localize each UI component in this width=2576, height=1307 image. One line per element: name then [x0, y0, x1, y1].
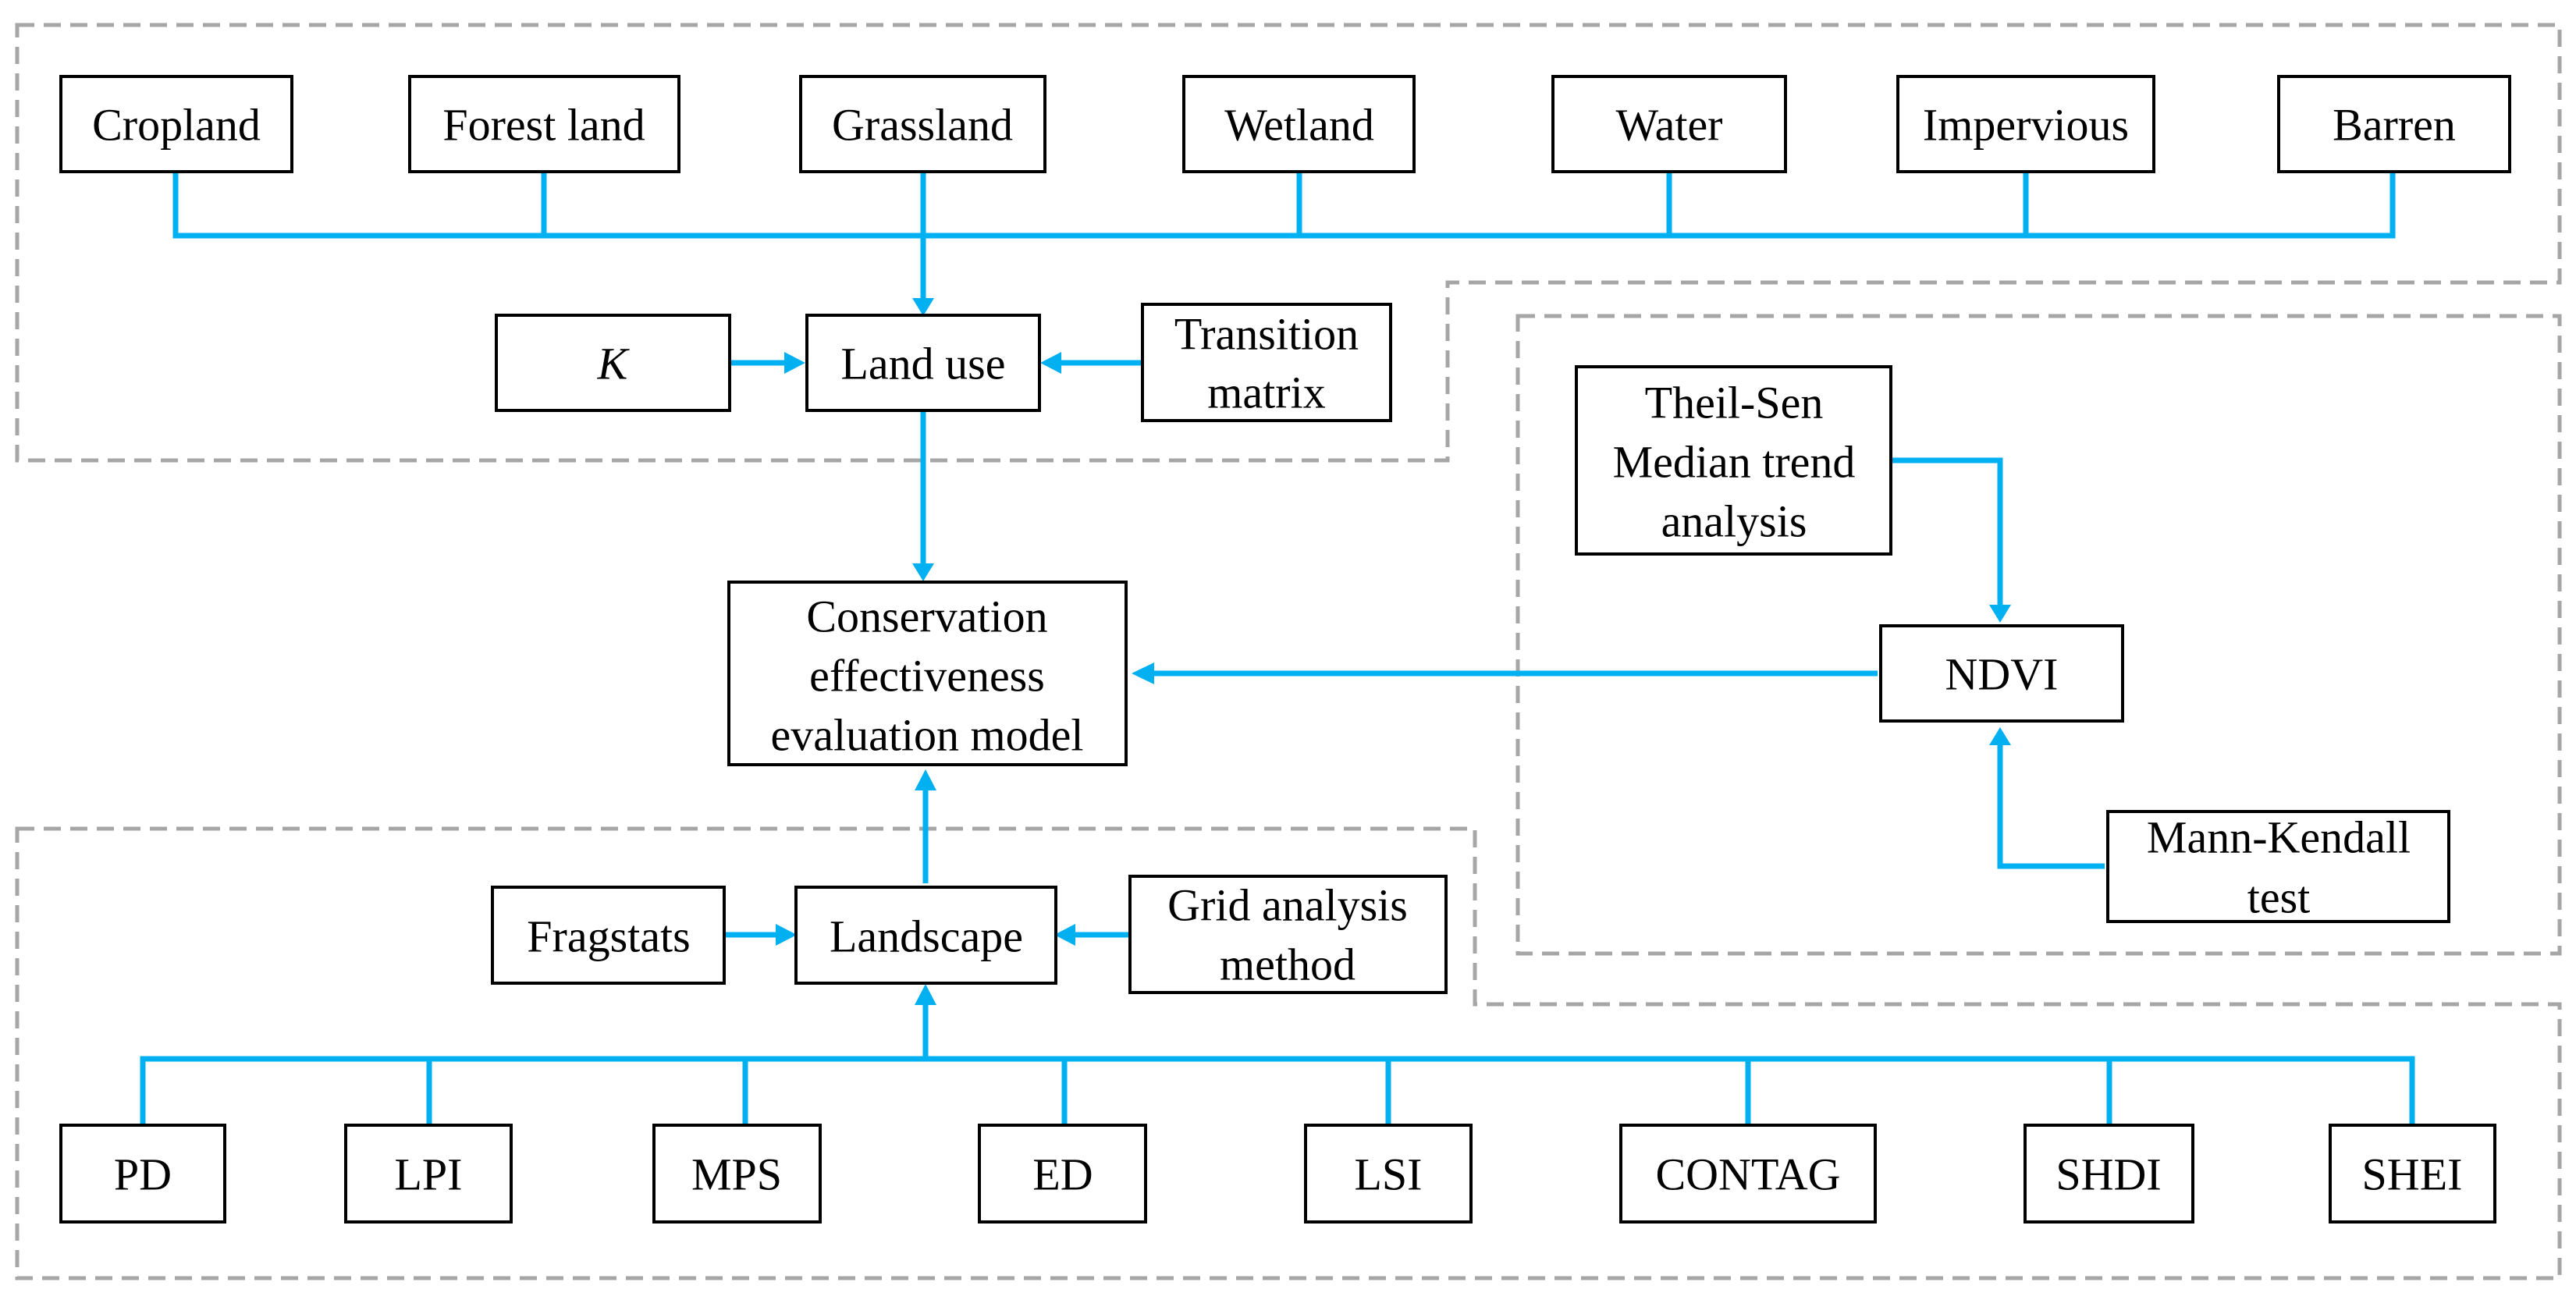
- svg-text:SHEI: SHEI: [2362, 1149, 2463, 1200]
- svg-text:Land use: Land use: [841, 339, 1006, 389]
- metric-boxes: PD LPI MPS ED LSI CONTAG SHDI SHEI: [59, 1124, 2496, 1224]
- land-use-region: [15, 23, 2562, 463]
- land-type-impervious: Impervious: [1896, 75, 2155, 173]
- land-type-forest-land: Forest land: [408, 75, 680, 173]
- svg-text:K: K: [597, 339, 631, 389]
- svg-text:Grid analysis: Grid analysis: [1167, 880, 1408, 931]
- svg-text:method: method: [1220, 939, 1356, 990]
- metric-mps: MPS: [652, 1124, 822, 1224]
- arrow-into-model-bottom: [915, 769, 936, 790]
- svg-text:evaluation model: evaluation model: [770, 710, 1083, 761]
- metrics-bus: [140, 1056, 2415, 1125]
- svg-text:Grassland: Grassland: [832, 100, 1013, 151]
- svg-text:CONTAG: CONTAG: [1655, 1149, 1840, 1200]
- landscape-box: Landscape: [794, 886, 1057, 985]
- arrow-transition-into-land-use: [1040, 352, 1061, 374]
- metric-shdi: SHDI: [2023, 1124, 2194, 1224]
- metric-pd: PD: [59, 1124, 226, 1224]
- theil-sen-box: Theil-Sen Median trend analysis: [1575, 365, 1892, 556]
- svg-text:Theil-Sen: Theil-Sen: [1645, 378, 1824, 428]
- svg-text:Landscape: Landscape: [830, 911, 1023, 962]
- landscape-group: Fragstats Landscape Grid analysis method: [491, 875, 1448, 994]
- transition-matrix-box: Transition matrix: [1141, 303, 1392, 422]
- svg-text:PD: PD: [114, 1149, 172, 1200]
- ndvi-group: Theil-Sen Median trend analysis NDVI Man…: [1575, 365, 2450, 923]
- landscape-region: [15, 826, 2562, 1280]
- arrow-fragstats-into-landscape: [776, 924, 797, 946]
- grid-analysis-box: Grid analysis method: [1128, 875, 1448, 994]
- svg-text:Mann-Kendall: Mann-Kendall: [2147, 812, 2411, 863]
- land-type-wetland: Wetland: [1182, 75, 1416, 173]
- svg-text:Forest land: Forest land: [442, 100, 645, 151]
- svg-text:Median trend: Median trend: [1613, 437, 1856, 488]
- land-type-boxes: Cropland Forest land Grassland Wetland W…: [59, 75, 2511, 173]
- arrow-into-landscape-bottom: [915, 984, 936, 1005]
- svg-text:Cropland: Cropland: [92, 100, 261, 151]
- arrowheads: [776, 298, 2011, 1005]
- svg-text:Impervious: Impervious: [1923, 100, 2129, 151]
- k-box: K: [495, 314, 731, 412]
- svg-text:ED: ED: [1032, 1149, 1093, 1200]
- svg-text:Fragstats: Fragstats: [527, 911, 690, 962]
- svg-text:Transition: Transition: [1174, 309, 1359, 360]
- mann-kendall-box: Mann-Kendall test: [2106, 810, 2450, 923]
- ndvi-region: [1515, 314, 2562, 956]
- arrow-into-ndvi-top: [1989, 605, 2011, 623]
- svg-text:LSI: LSI: [1355, 1149, 1423, 1200]
- connectors: [140, 172, 2415, 1125]
- theil-sen-to-ndvi: [1891, 457, 2003, 607]
- arrow-into-ndvi-bottom: [1989, 727, 2011, 745]
- region-outlines: [15, 23, 2562, 1280]
- fragstats-box: Fragstats: [491, 886, 726, 985]
- svg-text:analysis: analysis: [1661, 496, 1807, 547]
- arrow-grid-into-landscape: [1054, 924, 1075, 946]
- metric-ed: ED: [978, 1124, 1147, 1224]
- arrow-into-model-right: [1132, 662, 1154, 684]
- conservation-model-box: Conservation effectiveness evaluation mo…: [727, 581, 1128, 766]
- svg-text:NDVI: NDVI: [1945, 649, 2059, 700]
- svg-text:LPI: LPI: [395, 1149, 463, 1200]
- arrow-k-into-land-use: [784, 352, 805, 374]
- land-type-water: Water: [1551, 75, 1787, 173]
- svg-text:matrix: matrix: [1207, 368, 1325, 418]
- metric-shei: SHEI: [2329, 1124, 2496, 1224]
- land-type-grassland: Grassland: [799, 75, 1046, 173]
- metric-contag: CONTAG: [1619, 1124, 1877, 1224]
- arrow-into-model-top: [912, 563, 934, 581]
- metric-lpi: LPI: [344, 1124, 513, 1224]
- svg-text:Wetland: Wetland: [1224, 100, 1374, 151]
- svg-text:effectiveness: effectiveness: [809, 651, 1045, 701]
- ndvi-box: NDVI: [1879, 624, 2124, 723]
- metric-lsi: LSI: [1304, 1124, 1473, 1224]
- svg-text:Conservation: Conservation: [806, 591, 1047, 642]
- arrow-into-land-use-top: [912, 298, 934, 316]
- land-type-bus: [172, 172, 2396, 239]
- land-use-box: Land use: [805, 314, 1041, 412]
- svg-text:SHDI: SHDI: [2055, 1149, 2161, 1200]
- mann-kendall-to-ndvi: [1997, 743, 2105, 869]
- svg-text:MPS: MPS: [691, 1149, 782, 1200]
- svg-text:Barren: Barren: [2333, 100, 2456, 151]
- land-type-cropland: Cropland: [59, 75, 293, 173]
- land-use-group: K Land use Transition matrix: [495, 303, 1392, 422]
- land-type-barren: Barren: [2277, 75, 2511, 173]
- svg-text:test: test: [2247, 872, 2311, 923]
- svg-text:Water: Water: [1615, 100, 1722, 151]
